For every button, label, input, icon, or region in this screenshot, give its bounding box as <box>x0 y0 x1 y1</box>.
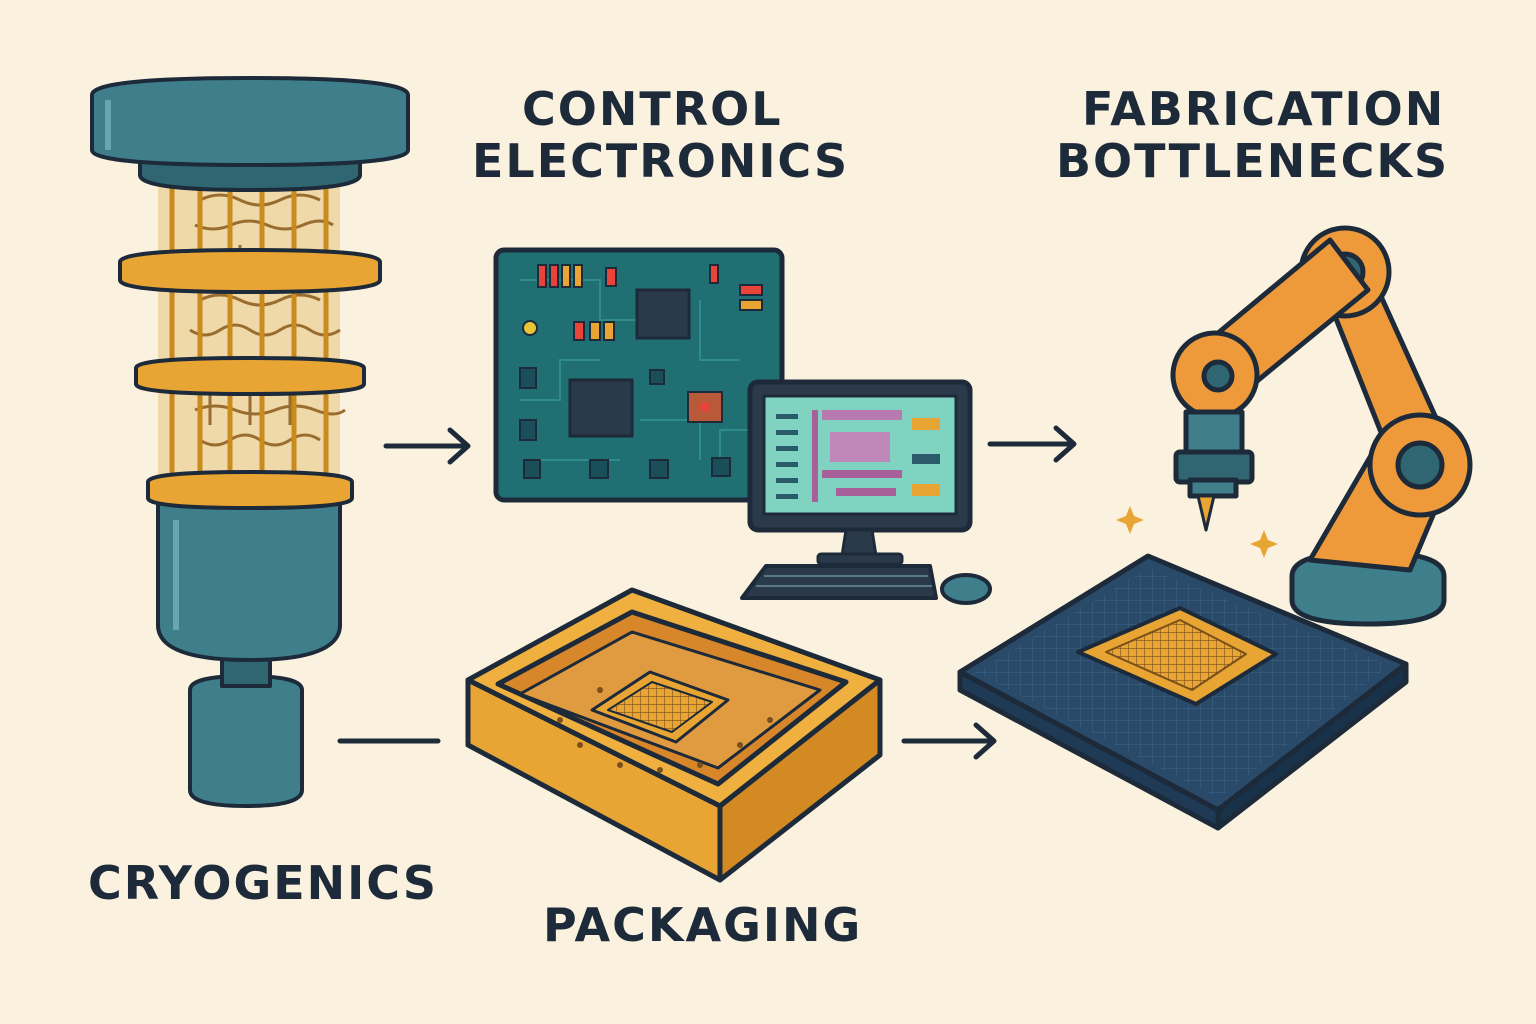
robot-arm-icon <box>1170 225 1473 627</box>
sparkle-icon <box>1116 506 1278 558</box>
label-control-line1: CONTROL <box>522 82 783 136</box>
label-cryogenics: CRYOGENICS <box>88 856 438 910</box>
label-fabrication-line1: FABRICATION <box>1082 82 1446 136</box>
keyboard-icon <box>740 564 938 600</box>
package-tray-icon <box>465 587 883 883</box>
label-control-electronics: CONTROL ELECTRONICS <box>472 82 850 188</box>
arrow-right-icon <box>987 425 1077 463</box>
arrow-right-icon <box>901 722 997 760</box>
label-control-line2: ELECTRONICS <box>472 133 850 188</box>
monitor-icon <box>747 379 973 566</box>
label-packaging: PACKAGING <box>543 898 863 952</box>
label-fabrication-line2: BOTTLENECKS <box>1056 133 1450 188</box>
label-fabrication-bottlenecks: FABRICATION BOTTLENECKS <box>1056 82 1450 188</box>
cryostat-icon <box>90 76 410 808</box>
wafer-chip-icon <box>957 553 1409 831</box>
arrow-right-icon <box>383 427 471 465</box>
circuit-board-icon <box>493 247 785 503</box>
mouse-icon <box>940 573 992 605</box>
